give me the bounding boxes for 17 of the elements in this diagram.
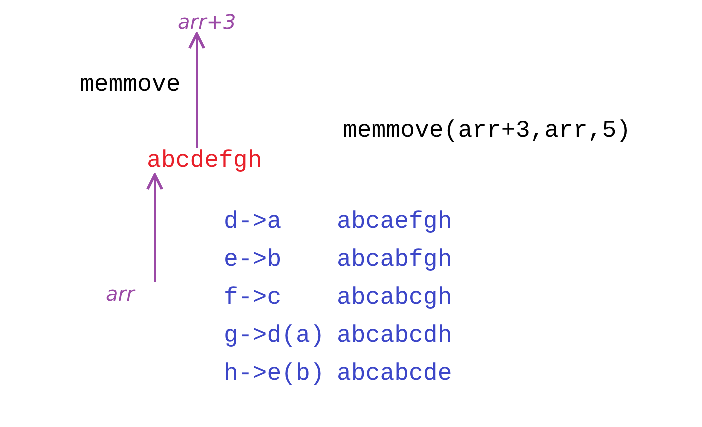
array-state: abcabcgh (337, 287, 452, 311)
array-state: abcabfgh (337, 249, 452, 273)
array-state: abcabcde (337, 363, 452, 387)
array-state: abcabcdh (337, 325, 452, 349)
handwritten-label: arr (106, 282, 135, 306)
copy-step: g->d(a) (224, 325, 325, 349)
handwritten-label: arr+3 (178, 10, 236, 34)
function-name: memmove (80, 74, 181, 98)
copy-step: e->b (224, 249, 282, 273)
copy-step: d->a (224, 211, 282, 235)
function-call: memmove(arr+3,arr,5) (343, 120, 632, 144)
copy-step: h->e(b) (224, 363, 325, 387)
copy-step: f->c (224, 287, 282, 311)
array-state: abcaefgh (337, 211, 452, 235)
arrow (188, 32, 206, 148)
array-string: abcdefgh (147, 148, 262, 175)
arrow (146, 174, 164, 282)
